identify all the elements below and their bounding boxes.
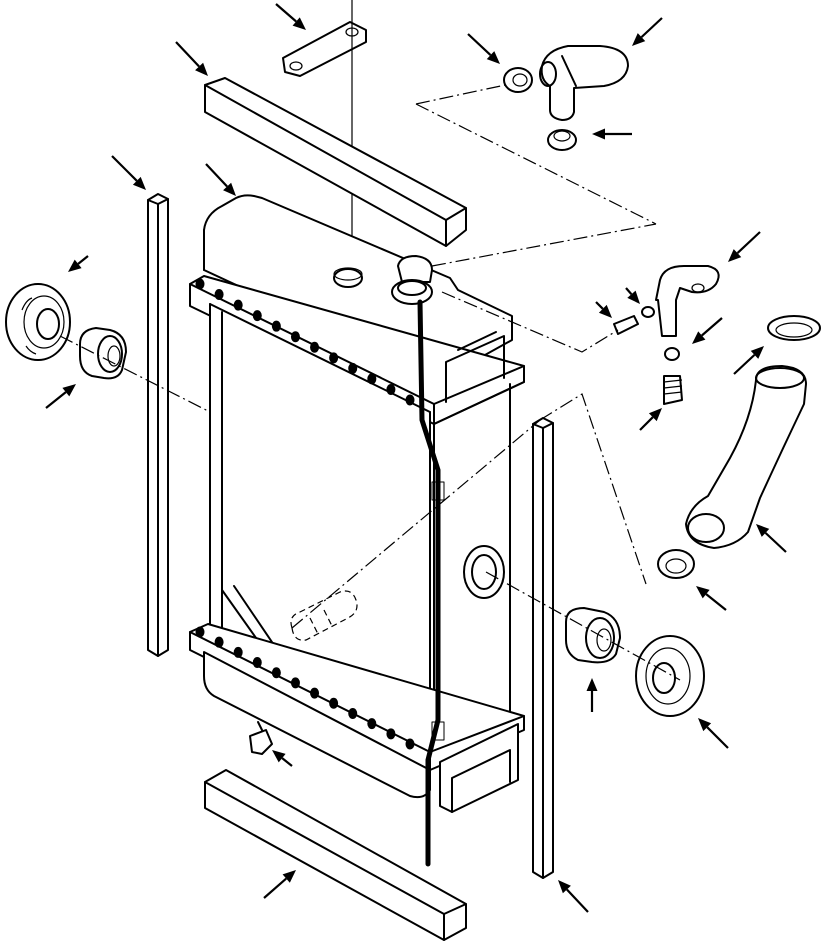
bolt — [271, 320, 281, 332]
callout-arrow — [728, 231, 761, 262]
bolt — [195, 278, 205, 290]
bolt — [405, 394, 415, 406]
callout-arrow — [592, 128, 632, 140]
bottom-seal-bar — [204, 769, 467, 941]
bolt — [310, 341, 320, 353]
bolt — [348, 707, 358, 719]
top-flange-bolts — [195, 278, 415, 406]
left-cover-plate — [5, 283, 71, 361]
callout-arrow — [639, 408, 662, 431]
bolt — [367, 373, 377, 385]
outlet-pipe — [290, 590, 358, 641]
right-grommet — [565, 607, 621, 664]
callout-arrow — [45, 384, 76, 409]
bolt — [386, 728, 396, 740]
spring-clip-lower — [663, 375, 683, 405]
right-seal-strip — [532, 417, 554, 879]
bolt — [367, 718, 377, 730]
tube-fitting — [613, 306, 655, 335]
bolt — [271, 667, 281, 679]
bolt — [233, 646, 243, 658]
tube-clip — [655, 265, 720, 337]
left-grommet — [79, 327, 127, 380]
centerlines — [59, 83, 681, 681]
bolt — [252, 657, 262, 669]
bolt — [329, 697, 339, 709]
bolt — [290, 331, 300, 343]
callout-arrow — [692, 317, 723, 344]
callout-arrow — [111, 155, 146, 190]
bolt — [214, 636, 224, 648]
filler-neck-clamp — [503, 67, 533, 93]
callout-arrow — [205, 163, 236, 196]
tube-nut — [664, 347, 680, 361]
filler-neck — [539, 45, 629, 121]
callout-arrow — [733, 346, 764, 375]
callout-arrow — [68, 255, 89, 272]
bolt — [348, 362, 358, 374]
right-cover-plate — [635, 635, 705, 717]
bolt — [386, 383, 396, 395]
drain-cock — [249, 721, 273, 755]
bolt — [290, 677, 300, 689]
callout-arrow — [275, 3, 306, 30]
callout-arrow — [558, 880, 589, 913]
callout-arrow — [625, 287, 640, 304]
top-bracket — [282, 0, 367, 260]
bolt — [329, 352, 339, 364]
callout-arrow — [263, 870, 296, 899]
lower-hose-clamp — [657, 549, 695, 579]
bottom-flange-bolts — [195, 626, 415, 750]
bolt — [405, 738, 415, 750]
callout-arrow — [698, 718, 729, 749]
callout-arrow — [756, 524, 787, 553]
bolt — [252, 310, 262, 322]
callout-arrow — [586, 678, 598, 712]
callout-arrow — [175, 41, 208, 76]
bolt — [195, 626, 205, 638]
left-seal-strip — [147, 193, 169, 657]
callout-arrow — [272, 750, 293, 767]
bolt — [233, 299, 243, 311]
callout-arrow — [632, 17, 663, 46]
radiator-core — [189, 194, 525, 813]
upper-hose — [685, 365, 807, 549]
spring-clip — [547, 129, 577, 151]
callout-arrow — [696, 586, 727, 611]
callout-arrows — [45, 3, 787, 913]
bolt — [214, 289, 224, 301]
callout-arrow — [595, 301, 612, 318]
top-seal-bar — [204, 77, 467, 247]
filler-cap — [391, 279, 433, 305]
bolt — [310, 687, 320, 699]
callout-arrow — [467, 33, 500, 64]
upper-hose-clamp — [767, 315, 821, 341]
